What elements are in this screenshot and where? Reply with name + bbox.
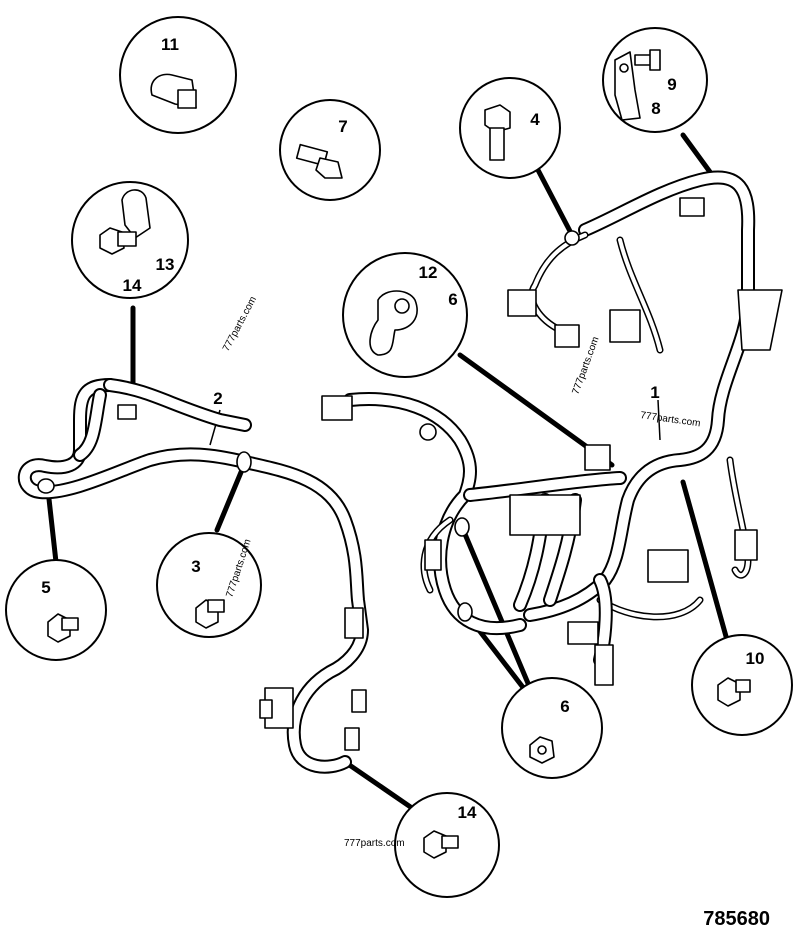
label-1: 1 [650,383,659,402]
harness-1 [321,170,783,686]
label-2: 2 [213,389,222,408]
label-9: 9 [667,75,676,94]
callout-11: 11 [119,16,237,134]
callout-14-lower: 14 [394,792,500,898]
bolt-14-upper-shank [117,231,137,247]
leader-1 [657,399,661,441]
bolt-9-shank [634,54,652,66]
connector-1e [679,197,705,217]
label-4: 4 [530,110,540,129]
junction-sleeve-1 [737,289,783,351]
connector-block-2a [117,404,137,420]
connector-2d-tab [259,699,273,719]
callout-12-6: 12 6 [342,252,468,378]
label-10: 10 [746,649,765,668]
connector-2f [344,727,360,751]
connector-1a [321,395,353,421]
clip-13-icon [121,189,151,239]
callout-8-9: 9 8 [602,27,708,133]
label-14-lower: 14 [458,803,477,822]
bolt-5-shank [61,617,79,631]
label-13: 13 [156,255,175,274]
harness-2 [17,378,369,774]
reference-number: 785680 [703,908,770,930]
bracket-eye-1b [457,602,473,622]
callout-7: 7 [279,99,381,201]
bolt-4-shank [489,127,505,161]
bolt-10-shank [735,679,751,693]
callout-3: 3 [156,532,262,638]
label-12: 12 [419,263,438,282]
label-6-lower: 6 [560,697,569,716]
watermark-5: 777parts.com [344,838,405,849]
leader-14-lower [342,759,415,811]
leader-6a [459,524,533,691]
connector-2e [351,689,367,713]
callout-6-lower: 6 [501,677,603,779]
callout-10: 10 [691,634,793,736]
bracket-eye-1d [564,230,580,246]
watermark-1: 777parts.com [221,295,259,354]
bracket-8-hole [619,63,629,73]
label-6-upper: 6 [448,290,457,309]
callout-5: 5 [5,559,107,661]
watermark-4: 777parts.com [640,410,702,429]
connector-1d [609,309,641,343]
leader-5 [45,487,59,565]
connector-2c [344,607,364,639]
label-3: 3 [191,557,200,576]
clip-11-body [177,89,197,109]
nut-6-upper-icon [394,298,410,314]
label-5: 5 [41,578,50,597]
leader-3 [214,462,247,533]
callout-4: 4 [459,77,561,179]
connector-1i [567,621,599,645]
nut-6-lower-hole [537,745,547,755]
connector-1j [594,644,614,686]
bracket-eye-2b [236,451,252,473]
connector-1h [734,529,758,561]
connector-1c [554,324,580,348]
label-7: 7 [338,117,347,136]
bolt-4-head [484,104,511,133]
label-14-upper: 14 [123,276,142,295]
bolt-7-head [315,157,343,179]
connector-1g [647,549,689,583]
bracket-eye-1a [454,517,470,537]
connector-1f [584,444,611,471]
leader-10 [680,479,730,643]
bolt-9-head [649,49,661,71]
bolt-14-lower-shank [441,835,459,849]
label-11: 11 [161,35,179,54]
bolt-10-head [717,677,741,707]
bracket-eye-1c [419,423,437,441]
connector-1b [507,289,537,317]
connector-1k [424,539,442,571]
bolt-3-shank [207,599,225,613]
callout-13-14: 13 14 [71,181,189,299]
junction-block-1 [509,494,581,536]
bracket-eye-2a [37,478,55,494]
leader-4 [535,167,575,238]
label-8: 8 [651,99,660,118]
bolt-14-lower-head [423,830,447,859]
leader-8-9 [680,132,713,175]
